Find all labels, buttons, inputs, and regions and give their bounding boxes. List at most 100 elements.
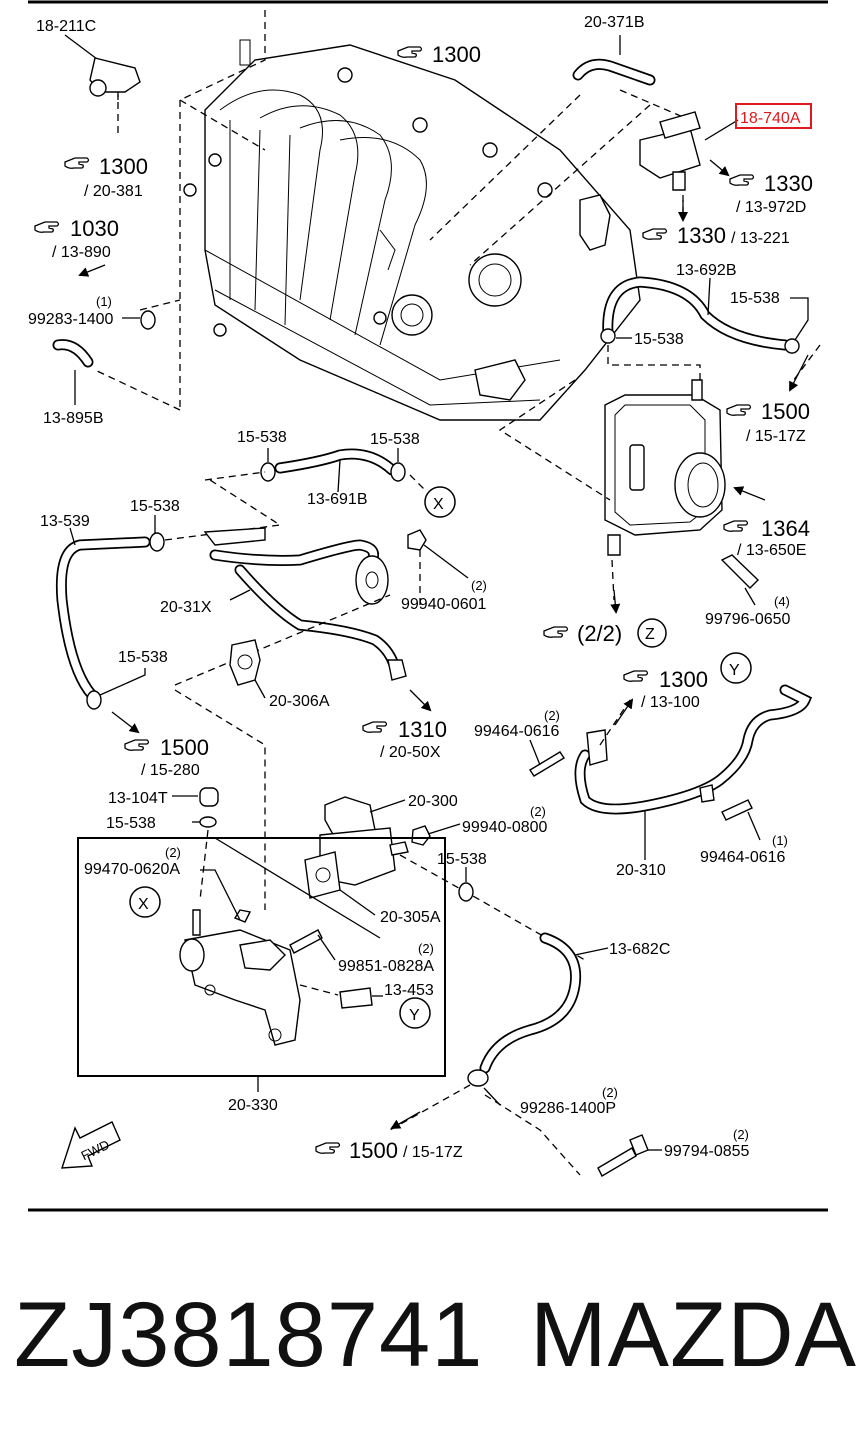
label: 99464-0616 bbox=[474, 723, 560, 740]
label: / 13-972D bbox=[736, 199, 806, 216]
egr-cooler-20-330 bbox=[179, 909, 373, 1046]
label: 99940-0601 bbox=[401, 596, 487, 613]
marker-y: Y bbox=[409, 1007, 420, 1024]
hose-20-371B bbox=[572, 35, 656, 86]
label: 15-538 bbox=[118, 649, 168, 666]
label: / 13-650E bbox=[737, 542, 806, 559]
clamp-15-538-g bbox=[458, 867, 474, 902]
label: 13-453 bbox=[384, 982, 434, 999]
hose-13-895B bbox=[52, 339, 94, 405]
label: 20-300 bbox=[408, 793, 458, 810]
label: 13-692B bbox=[676, 262, 737, 279]
label: (1) bbox=[96, 294, 112, 309]
marker-z: Z bbox=[645, 626, 655, 643]
label: 20-306A bbox=[269, 693, 330, 710]
label: 13-895B bbox=[43, 410, 104, 427]
hose-13-691B bbox=[260, 448, 406, 493]
hand-pointer-icon bbox=[124, 739, 150, 751]
label: 15-538 bbox=[634, 331, 684, 348]
label: (2) bbox=[165, 845, 181, 860]
label: 1300 bbox=[659, 667, 708, 692]
label: / 15-17Z bbox=[403, 1144, 463, 1161]
label: / 15-280 bbox=[141, 762, 200, 779]
label: 99464-0616 bbox=[700, 849, 786, 866]
label: / 13-100 bbox=[641, 694, 700, 711]
hand-pointer-icon bbox=[315, 1142, 341, 1154]
label: 20-310 bbox=[616, 862, 666, 879]
label: 20-371B bbox=[584, 14, 645, 31]
hand-pointer-icon bbox=[642, 228, 668, 240]
label: 1300 bbox=[432, 42, 481, 67]
label: (2) bbox=[418, 941, 434, 956]
pipe-20-310 bbox=[574, 684, 813, 860]
parts-diagram: 18-211C 1300 20-371B 18-740A 1300 / 20-3… bbox=[28, 0, 828, 1212]
label: / 15-17Z bbox=[746, 428, 806, 445]
label: 99940-0800 bbox=[462, 819, 548, 836]
label: 13-539 bbox=[40, 513, 90, 530]
label: 1330 bbox=[677, 223, 726, 248]
marker-y: Y bbox=[729, 662, 740, 679]
intake-manifold-drawing bbox=[183, 39, 641, 421]
label: 99470-0620A bbox=[84, 861, 180, 878]
highlight-box bbox=[735, 103, 812, 129]
label: (2) bbox=[544, 708, 560, 723]
sensor-18-211C bbox=[64, 34, 141, 100]
marker-x: X bbox=[433, 496, 444, 513]
label: 13-104T bbox=[108, 790, 168, 807]
label: 1500 bbox=[160, 735, 209, 760]
label: 20-330 bbox=[228, 1097, 278, 1114]
label: (2) bbox=[602, 1085, 618, 1100]
label: 99283-1400 bbox=[28, 311, 114, 328]
label: 15-538 bbox=[106, 815, 156, 832]
label: 99794-0855 bbox=[664, 1143, 750, 1160]
hand-pointer-icon bbox=[397, 46, 423, 58]
hand-pointer-icon bbox=[729, 174, 755, 186]
label: 13-682C bbox=[609, 941, 670, 958]
hand-pointer-icon bbox=[64, 157, 90, 169]
label-highlighted: 18-740A bbox=[740, 110, 801, 127]
hand-pointer-icon bbox=[723, 520, 749, 532]
label: (4) bbox=[774, 594, 790, 609]
label: 1500 bbox=[349, 1138, 398, 1163]
bolt-99794 bbox=[597, 1134, 662, 1177]
hand-pointer-icon bbox=[362, 721, 388, 733]
label: 1500 bbox=[761, 399, 810, 424]
label: (1) bbox=[772, 833, 788, 848]
hand-pointer-icon bbox=[623, 670, 649, 682]
label: 1330 bbox=[764, 171, 813, 196]
hose-13-539 bbox=[55, 515, 165, 710]
marker-x: X bbox=[138, 896, 149, 913]
label: 99851-0828A bbox=[338, 958, 434, 975]
throttle-body bbox=[604, 379, 726, 556]
label: 15-538 bbox=[370, 431, 420, 448]
label: 18-211C bbox=[36, 18, 96, 35]
label: 15-538 bbox=[437, 851, 487, 868]
label: (2) bbox=[733, 1127, 749, 1142]
brand-name: MAZDA bbox=[530, 1284, 857, 1386]
hand-pointer-icon bbox=[34, 221, 60, 233]
label: 20-31X bbox=[160, 599, 212, 616]
footer: ZJ3818741 MAZDA bbox=[0, 1280, 864, 1410]
label: 1300 bbox=[99, 154, 148, 179]
label: 99286-1400P bbox=[520, 1100, 616, 1117]
label: 99796-0650 bbox=[705, 611, 791, 628]
cap-13-104T bbox=[172, 787, 219, 807]
label: 1030 bbox=[70, 216, 119, 241]
hose-13-682C bbox=[467, 932, 609, 1106]
egr-valve bbox=[304, 796, 409, 916]
label: / 13-890 bbox=[52, 244, 111, 261]
part-number: ZJ3818741 bbox=[14, 1284, 484, 1386]
label: (2) bbox=[530, 804, 546, 819]
label: 15-538 bbox=[730, 290, 780, 307]
clamp-99283 bbox=[122, 310, 156, 330]
label: (2) bbox=[471, 578, 487, 593]
hand-pointer-icon bbox=[726, 404, 752, 416]
label: 1310 bbox=[398, 717, 447, 742]
bolt-99464-b bbox=[721, 799, 761, 841]
clamp-15-538 bbox=[192, 816, 217, 828]
pipe-20-31X bbox=[203, 527, 407, 681]
label: / 13-221 bbox=[731, 230, 790, 247]
label: / 20-381 bbox=[84, 183, 143, 200]
label: 15-538 bbox=[237, 429, 287, 446]
gasket-20-306A bbox=[229, 639, 266, 699]
